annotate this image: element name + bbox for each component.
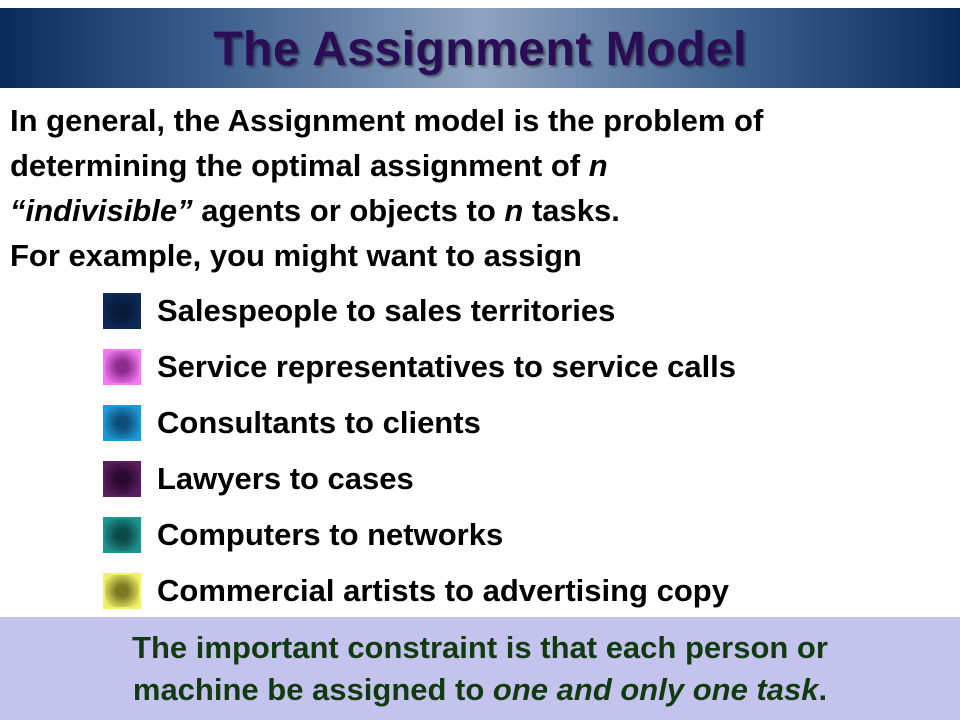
list-item: Lawyers to cases — [103, 451, 943, 507]
list-item-label: Computers to networks — [157, 517, 504, 552]
slide-title: The Assignment Model — [213, 23, 747, 76]
constraint-text: The important constraint is that each pe… — [0, 627, 960, 711]
square-bullet-icon — [103, 517, 141, 553]
intro-paragraph: In general, the Assignment model is the … — [10, 98, 950, 278]
intro-line-4: For example, you might want to assign — [10, 238, 582, 273]
constraint-emphasis: one and only one task — [492, 672, 819, 707]
constraint-line-2-text: machine be assigned to — [132, 672, 493, 707]
example-list: Salespeople to sales territories Service… — [103, 283, 943, 619]
list-item: Computers to networks — [103, 507, 943, 563]
list-item-label: Lawyers to cases — [157, 461, 414, 496]
constraint-line-2-end: . — [818, 672, 828, 707]
square-bullet-icon — [103, 461, 141, 497]
list-item: Commercial artists to advertising copy — [103, 563, 943, 619]
list-item-label: Service representatives to service calls — [157, 349, 737, 384]
list-item: Service representatives to service calls — [103, 339, 943, 395]
intro-line-2: determining the optimal assignment of n — [10, 143, 950, 188]
list-item-label: Salespeople to sales territories — [157, 293, 616, 328]
intro-variable-n-2: n — [504, 193, 524, 228]
intro-line-3-end: tasks. — [523, 193, 620, 228]
list-item-label: Commercial artists to advertising copy — [157, 573, 729, 608]
list-item: Consultants to clients — [103, 395, 943, 451]
list-item: Salespeople to sales territories — [103, 283, 943, 339]
intro-line-2-text: determining the optimal assignment of — [10, 148, 589, 183]
intro-variable-n: n — [588, 148, 608, 183]
intro-line-3: “indivisible” agents or objects to n tas… — [10, 188, 950, 233]
square-bullet-icon — [103, 405, 141, 441]
list-item-label: Consultants to clients — [157, 405, 481, 440]
constraint-banner: The important constraint is that each pe… — [0, 617, 960, 720]
square-bullet-icon — [103, 349, 141, 385]
constraint-line-2: machine be assigned to one and only one … — [0, 669, 960, 711]
intro-line-3-text: agents or objects to — [192, 193, 505, 228]
intro-line-1: In general, the Assignment model is the … — [10, 103, 764, 138]
square-bullet-icon — [103, 293, 141, 329]
title-bar — [0, 8, 960, 88]
intro-indivisible: “indivisible” — [10, 193, 193, 228]
square-bullet-icon — [103, 573, 141, 609]
constraint-line-1: The important constraint is that each pe… — [132, 630, 828, 665]
